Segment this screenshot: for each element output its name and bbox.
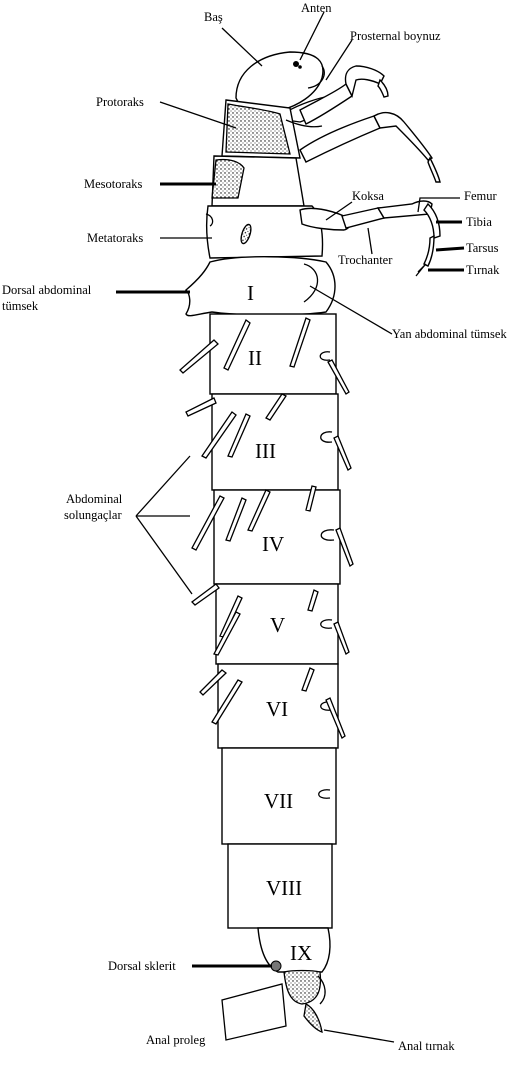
segment-2	[210, 314, 336, 394]
label-metatoraks: Metatoraks	[87, 231, 143, 245]
mesothorax	[212, 156, 304, 206]
label-trochanter: Trochanter	[338, 253, 393, 267]
numeral-1: I	[247, 281, 254, 305]
label-protoraks: Protoraks	[96, 95, 144, 109]
numeral-6: VI	[266, 697, 288, 721]
numeral-7: VII	[264, 789, 293, 813]
middle-leg	[300, 113, 440, 182]
numeral-3: III	[255, 439, 276, 463]
numeral-8: VIII	[266, 876, 302, 900]
label-solungaclar: solungaçlar	[64, 508, 122, 522]
label-anten: Anten	[301, 1, 332, 15]
label-anal-tirnak: Anal tırnak	[398, 1039, 455, 1053]
label-tarsus: Tarsus	[466, 241, 499, 255]
label-bas: Baş	[204, 10, 223, 24]
dorsal-sclerite	[271, 961, 281, 971]
label-mesotoraks: Mesotoraks	[84, 177, 142, 191]
numeral-5: V	[270, 613, 285, 637]
label-anal-proleg: Anal proleg	[146, 1033, 206, 1047]
label-tirnak: Tırnak	[466, 263, 500, 277]
label-tibia: Tibia	[466, 215, 492, 229]
label-femur: Femur	[464, 189, 497, 203]
label-prosternal: Prosternal boynuz	[350, 29, 441, 43]
label-dorsal-sklerit: Dorsal sklerit	[108, 959, 176, 973]
label-abdominal: Abdominal	[66, 492, 123, 506]
anal-proleg	[284, 971, 320, 1005]
label-dorsal-abdominal: Dorsal abdominal	[2, 283, 92, 297]
segment-1	[186, 257, 335, 316]
label-tumsek: tümsek	[2, 299, 39, 313]
label-koksa: Koksa	[352, 189, 384, 203]
numeral-9: IX	[290, 941, 312, 965]
label-yan-abdominal: Yan abdominal tümsek	[392, 327, 507, 341]
numeral-4: IV	[262, 532, 284, 556]
numeral-2: II	[248, 346, 262, 370]
anal-claw	[304, 1004, 322, 1032]
eye	[293, 61, 299, 67]
abdomen	[186, 257, 340, 1032]
